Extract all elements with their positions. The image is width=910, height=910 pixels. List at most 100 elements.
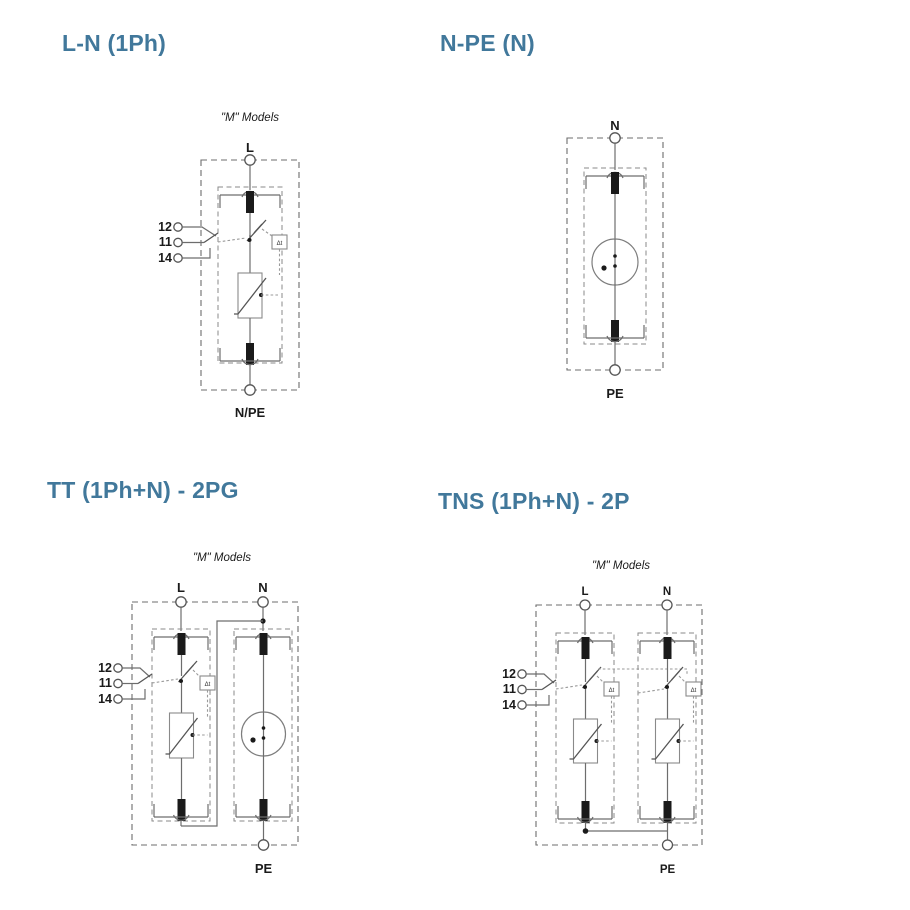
- contact-common-arm: [203, 232, 219, 244]
- spark-gap-dot-middle: [613, 264, 617, 268]
- contact-node-14: [173, 253, 183, 263]
- mechanical-link-contact: [151, 678, 179, 684]
- l-module-blade-top: [581, 637, 590, 659]
- device-enclosure-outline: [200, 159, 300, 391]
- n-module-blade-top: [259, 633, 268, 655]
- panel-n-pe-n: N-PE (N) N: [440, 0, 910, 455]
- spark-gap-dot-top: [613, 254, 617, 258]
- terminal-label-bottom: PE: [606, 386, 624, 401]
- contact-terminal-label-12: 12: [158, 220, 172, 234]
- contact-node-12: [173, 222, 183, 232]
- models-note-label: "M" Models: [221, 112, 279, 124]
- contact-node-12: [113, 663, 123, 673]
- panel-title-l-n-1ph: L-N (1Ph): [62, 30, 167, 56]
- terminal-node-n: [257, 596, 269, 608]
- panel-tns-1ph-n-2p: TNS (1Ph+N) - 2P "M" Models L N: [438, 455, 910, 910]
- n-module-blade-bottom: [259, 799, 268, 821]
- contact-common-arm: [541, 679, 557, 691]
- l-module-blade-bottom: [177, 799, 186, 821]
- terminal-node-top: [244, 154, 256, 166]
- terminal-node-pe: [257, 839, 270, 851]
- terminal-label-top: L: [246, 140, 254, 155]
- contact-node-12: [517, 669, 527, 679]
- panel-tt-1ph-n-2pg: TT (1Ph+N) - 2PG "M" Models L N: [0, 455, 455, 910]
- mechanical-link-contact: [555, 684, 583, 690]
- wire-contact-14: [122, 689, 146, 700]
- terminal-label-top: N: [610, 118, 619, 133]
- contact-terminal-label-12: 12: [502, 667, 516, 681]
- circuit-diagram-tns-1ph-n-2p: "M" Models L N: [502, 555, 743, 895]
- l-switch-pivot-dot: [583, 685, 587, 689]
- thermal-monitor-label: Δt: [205, 682, 211, 688]
- wire-contact-14: [182, 248, 211, 259]
- contact-node-11: [517, 684, 527, 695]
- terminal-node-l: [175, 596, 187, 608]
- varistor-body: [237, 272, 263, 319]
- cross-module-mechanical-link: [598, 668, 688, 675]
- mechanical-link-contact: [217, 237, 247, 243]
- switch-blade-tick: [253, 223, 263, 234]
- l-varistor-body: [572, 718, 599, 764]
- spark-gap-dot-left: [601, 265, 607, 271]
- panel-title-tt-1ph-n-2pg: TT (1Ph+N) - 2PG: [47, 477, 239, 503]
- n-switch-pivot-dot: [665, 685, 669, 689]
- n-thermal-monitor-label: Δt: [691, 688, 697, 694]
- l-switch-pivot-dot: [179, 679, 183, 683]
- spark-gap-dot-middle: [261, 736, 266, 740]
- l-module-blade-bottom: [581, 801, 590, 823]
- panel-l-n-1ph: L-N (1Ph) "M" Models L: [0, 0, 455, 455]
- l-switch-blade-tick: [589, 670, 598, 681]
- l-switch-blade-tick: [185, 664, 194, 675]
- terminal-node-bottom: [244, 384, 256, 396]
- spark-gap-dot-left: [250, 737, 256, 743]
- l-thermal-link-switch: [596, 675, 605, 684]
- wire-contact-14: [526, 695, 550, 706]
- device-enclosure-outline: [131, 601, 299, 846]
- line-terminal-label-n: N: [258, 580, 267, 595]
- wire-bridge-l-to-n: [181, 620, 263, 827]
- contact-node-11: [113, 678, 123, 689]
- contact-terminal-label-11: 11: [99, 676, 112, 690]
- models-note-label: "M" Models: [193, 552, 251, 564]
- l-thermal-monitor-label: Δt: [609, 688, 615, 694]
- contact-terminal-label-11: 11: [503, 682, 516, 696]
- terminal-node-pe: [661, 839, 674, 851]
- n-thermal-link-switch: [678, 675, 687, 684]
- contact-node-14: [113, 694, 123, 704]
- spark-gap-dot-top: [261, 726, 266, 730]
- contact-node-11: [173, 237, 183, 248]
- circuit-diagram-n-pe-n: N: [515, 110, 715, 430]
- contact-terminal-label-11: 11: [159, 235, 172, 249]
- thermal-monitor-label: Δt: [277, 241, 283, 247]
- n-mechanical-link-contact: [637, 688, 665, 694]
- wire-contact-12: [122, 667, 151, 678]
- module-blade-top: [611, 172, 619, 194]
- contact-terminal-label-12: 12: [98, 661, 112, 675]
- wire-contact-12: [526, 673, 555, 684]
- switch-pivot-dot: [247, 238, 252, 242]
- wire-pe-common-bus: [584, 823, 668, 832]
- line-terminal-label-l: L: [177, 580, 185, 595]
- terminal-node-l: [579, 599, 591, 611]
- n-module-blade-top: [663, 637, 672, 659]
- n-varistor-body: [654, 718, 681, 764]
- module-blade-top: [246, 191, 254, 213]
- l-varistor-arrow: [569, 723, 603, 760]
- terminal-node-top: [609, 132, 621, 144]
- circuit-diagram-tt-1ph-n-2pg: "M" Models L N: [98, 545, 340, 895]
- n-varistor-arrow: [651, 723, 685, 760]
- junction-dot-pe-bus: [582, 828, 589, 834]
- device-enclosure-outline: [535, 604, 703, 846]
- l-module-blade-top: [177, 633, 186, 655]
- varistor-body: [168, 712, 195, 759]
- contact-node-14: [517, 700, 527, 710]
- module-blade-bottom: [246, 343, 254, 365]
- varistor-arrow: [165, 717, 199, 755]
- terminal-label-pe: PE: [660, 864, 676, 876]
- n-switch-blade-tick: [671, 670, 680, 681]
- module-blade-bottom: [611, 320, 619, 342]
- contact-common-arm: [137, 673, 153, 685]
- varistor-arrow: [234, 277, 267, 315]
- wire-contact-12: [182, 226, 217, 237]
